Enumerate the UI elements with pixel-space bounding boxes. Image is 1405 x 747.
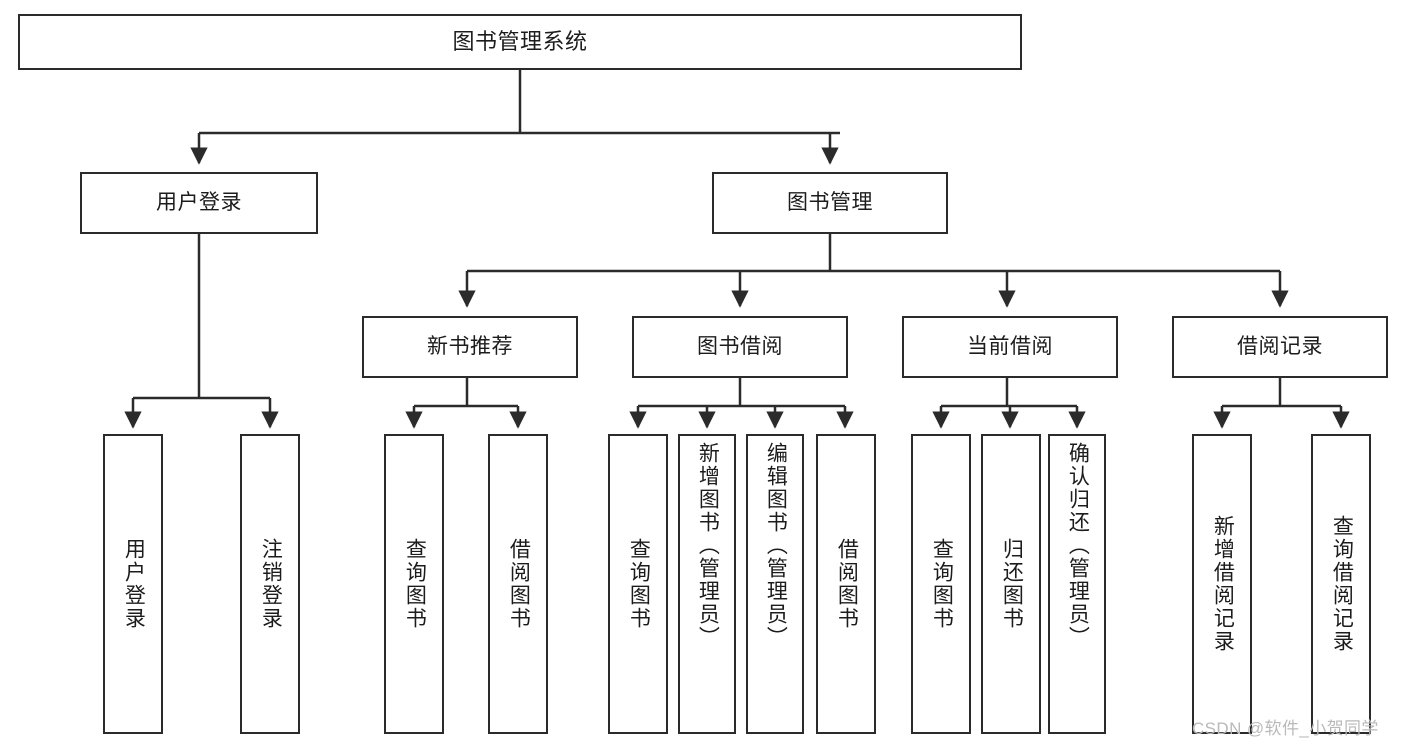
leaf-borrow-book-1-label: 借阅图书 xyxy=(507,538,531,630)
leaf-return-book[interactable]: 归还图书 xyxy=(981,434,1041,734)
leaf-confirm-return-label: 确认归还（管理员） xyxy=(1066,442,1090,649)
node-book-manage[interactable]: 图书管理 xyxy=(712,172,948,234)
leaf-logout-login-label: 注销登录 xyxy=(259,538,283,630)
leaf-add-book[interactable]: 新增图书（管理员） xyxy=(678,434,736,734)
leaf-query-book-2[interactable]: 查询图书 xyxy=(608,434,668,734)
node-current-borrow[interactable]: 当前借阅 xyxy=(902,316,1118,378)
leaf-edit-book-label: 编辑图书（管理员） xyxy=(764,442,788,649)
leaf-borrow-book-1[interactable]: 借阅图书 xyxy=(488,434,548,734)
csdn-watermark: CSDN @软件_小贺同学 xyxy=(1192,719,1379,738)
leaf-add-book-label: 新增图书（管理员） xyxy=(696,442,720,649)
leaf-logout-login[interactable]: 注销登录 xyxy=(240,434,300,734)
leaf-user-login[interactable]: 用户登录 xyxy=(103,434,163,734)
leaf-borrow-book-2-label: 借阅图书 xyxy=(835,538,859,630)
leaf-add-record-label: 新增借阅记录 xyxy=(1211,515,1235,653)
node-root[interactable]: 图书管理系统 xyxy=(18,14,1022,70)
leaf-query-book-1-label: 查询图书 xyxy=(403,538,427,630)
leaf-user-login-label: 用户登录 xyxy=(122,538,146,630)
node-user-login-label: 用户登录 xyxy=(156,190,242,214)
node-book-borrow[interactable]: 图书借阅 xyxy=(632,316,848,378)
node-book-manage-label: 图书管理 xyxy=(787,190,873,214)
node-new-book-recommend[interactable]: 新书推荐 xyxy=(362,316,578,378)
leaf-query-record[interactable]: 查询借阅记录 xyxy=(1311,434,1371,734)
leaf-query-book-3-label: 查询图书 xyxy=(930,538,954,630)
leaf-query-record-label: 查询借阅记录 xyxy=(1330,515,1354,653)
leaf-borrow-book-2[interactable]: 借阅图书 xyxy=(816,434,876,734)
node-new-book-recommend-label: 新书推荐 xyxy=(427,334,513,358)
node-book-borrow-label: 图书借阅 xyxy=(697,334,783,358)
leaf-query-book-2-label: 查询图书 xyxy=(627,538,651,630)
leaf-query-book-3[interactable]: 查询图书 xyxy=(911,434,971,734)
leaf-add-record[interactable]: 新增借阅记录 xyxy=(1192,434,1252,734)
leaf-return-book-label: 归还图书 xyxy=(1000,538,1024,630)
node-current-borrow-label: 当前借阅 xyxy=(967,334,1053,358)
leaf-query-book-1[interactable]: 查询图书 xyxy=(384,434,444,734)
node-borrow-record[interactable]: 借阅记录 xyxy=(1172,316,1388,378)
node-user-login[interactable]: 用户登录 xyxy=(80,172,318,234)
leaf-confirm-return[interactable]: 确认归还（管理员） xyxy=(1048,434,1106,734)
leaf-edit-book[interactable]: 编辑图书（管理员） xyxy=(746,434,804,734)
node-root-label: 图书管理系统 xyxy=(452,29,588,55)
node-borrow-record-label: 借阅记录 xyxy=(1237,334,1323,358)
